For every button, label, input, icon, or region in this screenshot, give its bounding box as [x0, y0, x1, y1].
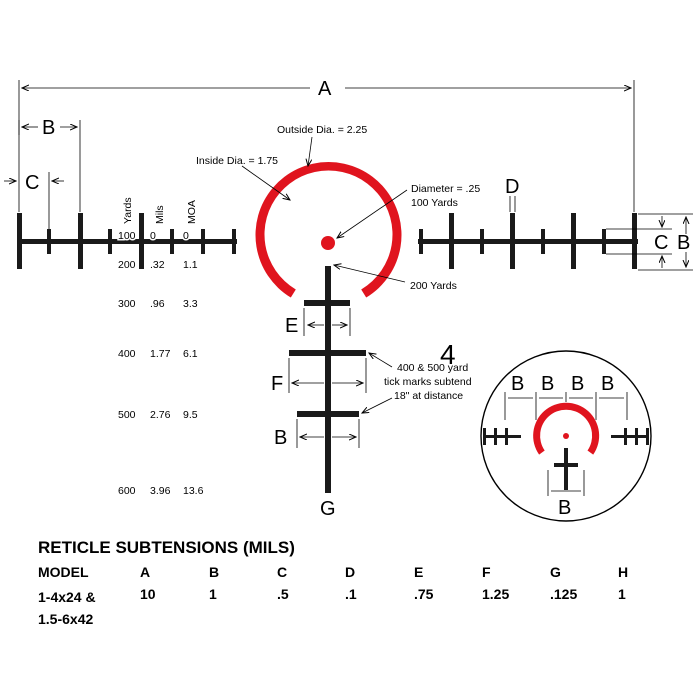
range-moa-600: 13.6 — [183, 485, 204, 497]
spec-header-c: C — [277, 564, 288, 580]
range-yards-500: 500 — [118, 409, 136, 421]
range-yards-300: 300 — [118, 298, 136, 310]
outside-dia-note: Outside Dia. = 2.25 — [277, 124, 367, 136]
range-yards-400: 400 — [118, 348, 136, 360]
spec-value-g: .125 — [550, 586, 578, 602]
spec-model-line-1: 1-4x24 & — [38, 589, 96, 605]
range-yards-200: 200 — [118, 259, 136, 271]
label-g: G — [320, 498, 336, 520]
spec-header-h: H — [618, 564, 629, 580]
inset-label-b-4: B — [601, 373, 614, 395]
label-e: E — [285, 315, 298, 337]
inset-label-b-lower: B — [558, 497, 571, 519]
dimension-b-left — [18, 120, 81, 212]
inset-label-b-1: B — [511, 373, 524, 395]
label-b-lower: B — [274, 427, 287, 449]
range-mils-300: .96 — [150, 298, 165, 310]
spec-model-line-2: 1.5-6x42 — [38, 611, 94, 627]
range-moa-500: 9.5 — [183, 409, 198, 421]
dimension-a — [18, 80, 635, 212]
label-b-right: B — [677, 232, 690, 254]
spec-title: RETICLE SUBTENSIONS (MILS) — [38, 538, 295, 557]
range-mils-100: 0 — [150, 230, 156, 242]
spec-header-b: B — [209, 564, 220, 580]
center-dot — [321, 236, 335, 250]
leader-lines — [241, 136, 408, 413]
range-moa-400: 6.1 — [183, 348, 198, 360]
dimension-c-left — [4, 172, 64, 232]
reticle-subtensions-table: RETICLE SUBTENSIONS (MILS) MODEL A B C D… — [38, 538, 678, 630]
inside-dia-note: Inside Dia. = 1.75 — [196, 155, 278, 167]
label-c-right: C — [654, 232, 668, 254]
spec-header-d: D — [345, 564, 356, 580]
vertical-post — [289, 266, 366, 493]
left-crosshair-bar — [17, 213, 237, 269]
spec-header-e: E — [414, 564, 424, 580]
right-crosshair-bar — [418, 213, 638, 269]
spec-header-model: MODEL — [38, 564, 89, 580]
range-mils-400: 1.77 — [150, 348, 171, 360]
header-yards: Yards — [122, 197, 134, 224]
label-a: A — [318, 78, 332, 100]
inset-label-b-2: B — [541, 373, 554, 395]
ticks-note-3: 18" at distance — [394, 390, 463, 402]
inset-label-b-3: B — [571, 373, 584, 395]
spec-header-a: A — [140, 564, 151, 580]
range-moa-200: 1.1 — [183, 259, 198, 271]
range-table: Yards Mils MOA 100 0 0 200 .32 1.1 300 .96 3.3 40… — [117, 197, 204, 497]
inset-number: 4 — [440, 339, 456, 370]
spec-header-row: MODEL A B C D E F G H — [38, 564, 678, 586]
ticks-note-2: tick marks subtend — [384, 376, 472, 388]
range-moa-300: 3.3 — [183, 298, 198, 310]
spec-header-f: F — [482, 564, 491, 580]
header-moa: MOA — [186, 200, 198, 224]
header-mils: Mils — [154, 205, 166, 224]
spec-value-a: 10 — [140, 586, 156, 602]
yards-200-note: 200 Yards — [410, 280, 457, 292]
spec-value-f: 1.25 — [482, 586, 510, 602]
label-f: F — [271, 373, 283, 395]
dimension-d — [509, 196, 516, 212]
label-b-top: B — [42, 117, 55, 139]
spec-value-b: 1 — [209, 586, 217, 602]
spec-value-c: .5 — [277, 586, 289, 602]
range-yards-600: 600 — [118, 485, 136, 497]
inset-circle — [480, 350, 652, 522]
spec-value-row: 1-4x24 & 1.5-6x42 10 1 .5 .1 .75 1.25 .1… — [38, 586, 678, 630]
spec-header-g: G — [550, 564, 561, 580]
range-yards-100: 100 — [118, 230, 136, 242]
dot-diameter-note-1: Diameter = .25 — [411, 183, 480, 195]
range-moa-100: 0 — [183, 230, 189, 242]
range-mils-200: .32 — [150, 259, 165, 271]
dot-diameter-note-2: 100 Yards — [411, 197, 458, 209]
range-mils-600: 3.96 — [150, 485, 171, 497]
spec-value-e: .75 — [414, 586, 434, 602]
spec-value-d: .1 — [345, 586, 357, 602]
label-d: D — [505, 176, 519, 198]
range-mils-500: 2.76 — [150, 409, 171, 421]
dimension-c-b-right — [606, 213, 693, 271]
spec-model: 1-4x24 & 1.5-6x42 — [38, 586, 148, 630]
label-c-left: C — [25, 172, 39, 194]
spec-value-h: 1 — [618, 586, 626, 602]
ticks-note-1: 400 & 500 yard — [397, 362, 468, 374]
post-dimensions — [288, 308, 367, 448]
